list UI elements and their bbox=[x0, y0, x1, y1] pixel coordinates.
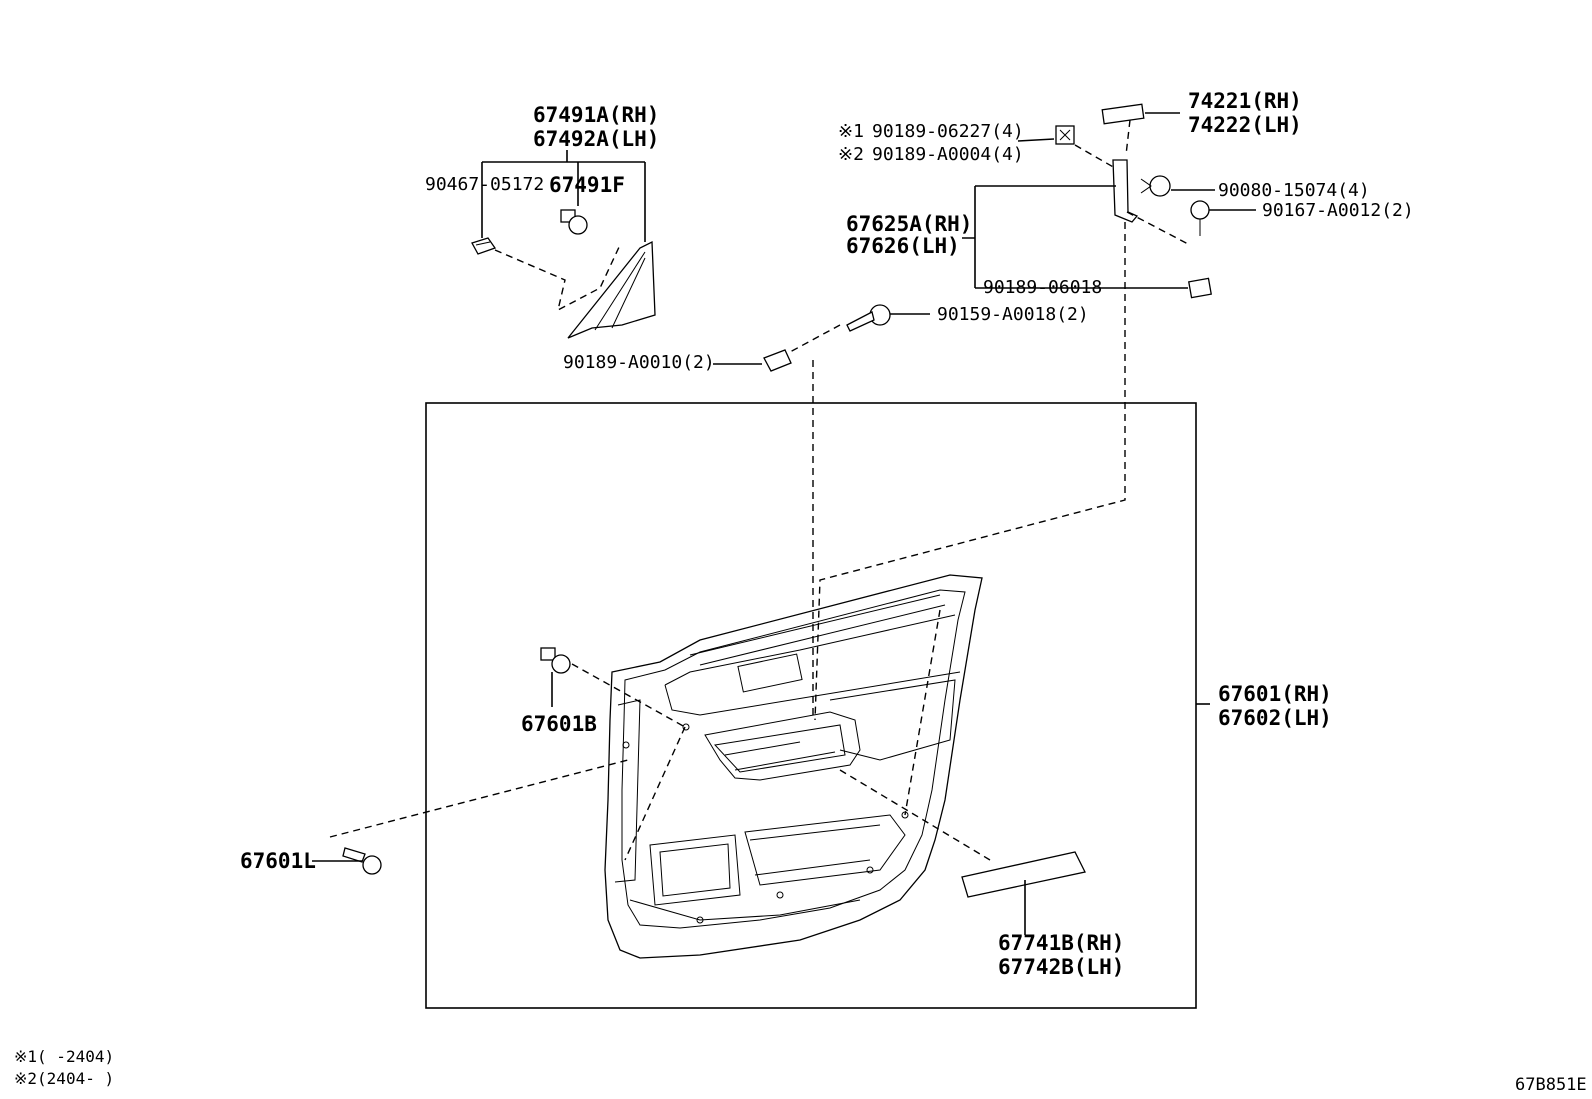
leader-lines bbox=[312, 112, 1256, 935]
label-90189-06227: 90189-06227(4) bbox=[872, 121, 1024, 142]
label-90189-A0010: 90189-A0010(2) bbox=[563, 352, 715, 373]
pad-74221-illustration bbox=[1101, 103, 1145, 125]
label-90167-A0012: 90167-A0012(2) bbox=[1262, 200, 1414, 221]
label-67491A: 67491A(RH) bbox=[533, 103, 659, 127]
footnote-1: ※1( -2404) bbox=[14, 1047, 114, 1066]
label-67741B: 67741B(RH) bbox=[998, 931, 1124, 955]
bolt-90159-illustration bbox=[846, 304, 891, 332]
label-67602: 67602(LH) bbox=[1218, 706, 1332, 730]
diagram-code: 67B851E bbox=[1515, 1075, 1587, 1095]
clip-90189-06018-illustration bbox=[1188, 277, 1212, 299]
pillar-garnish-illustration bbox=[567, 240, 656, 339]
label-90159-A0018: 90159-A0018(2) bbox=[937, 304, 1089, 325]
clip-90189-A0010-illustration bbox=[763, 349, 792, 372]
label-90467-05172: 90467-05172 bbox=[425, 174, 544, 195]
label-67626: 67626(LH) bbox=[846, 234, 960, 258]
label-67742B: 67742B(LH) bbox=[998, 955, 1124, 979]
label-74221: 74221(RH) bbox=[1188, 89, 1302, 113]
label-90080-15074: 90080-15074(4) bbox=[1218, 180, 1370, 201]
armrest-pad-illustration bbox=[961, 851, 1086, 898]
assembly-frame bbox=[425, 402, 1197, 1009]
clip-90467-illustration bbox=[471, 237, 497, 255]
door-trim-panel-illustration bbox=[604, 574, 983, 959]
label-67491F: 67491F bbox=[549, 173, 625, 197]
clip-67601L-illustration bbox=[342, 847, 382, 875]
label-67492A: 67492A(LH) bbox=[533, 127, 659, 151]
mark-note-1: ※1 bbox=[838, 121, 864, 142]
clip-67601B-illustration bbox=[540, 647, 571, 674]
label-67601L: 67601L bbox=[240, 849, 316, 873]
assembly-dashed-lines bbox=[329, 119, 1191, 861]
footnote-2: ※2(2404- ) bbox=[14, 1069, 114, 1088]
label-90189-06018: 90189-06018 bbox=[983, 277, 1102, 298]
bracket-67625A-illustration bbox=[1112, 159, 1139, 223]
clip-90189-06227-illustration bbox=[1055, 125, 1075, 145]
clip-67491F-illustration bbox=[560, 209, 588, 235]
mark-note-2: ※2 bbox=[838, 144, 864, 165]
label-67601B: 67601B bbox=[521, 712, 597, 736]
nut-90080-illustration bbox=[1140, 175, 1171, 197]
label-67625A: 67625A(RH) bbox=[846, 212, 972, 236]
label-74222: 74222(LH) bbox=[1188, 113, 1302, 137]
screw-90167-illustration bbox=[1190, 200, 1210, 236]
label-67601: 67601(RH) bbox=[1218, 682, 1332, 706]
label-90189-A0004: 90189-A0004(4) bbox=[872, 144, 1024, 165]
